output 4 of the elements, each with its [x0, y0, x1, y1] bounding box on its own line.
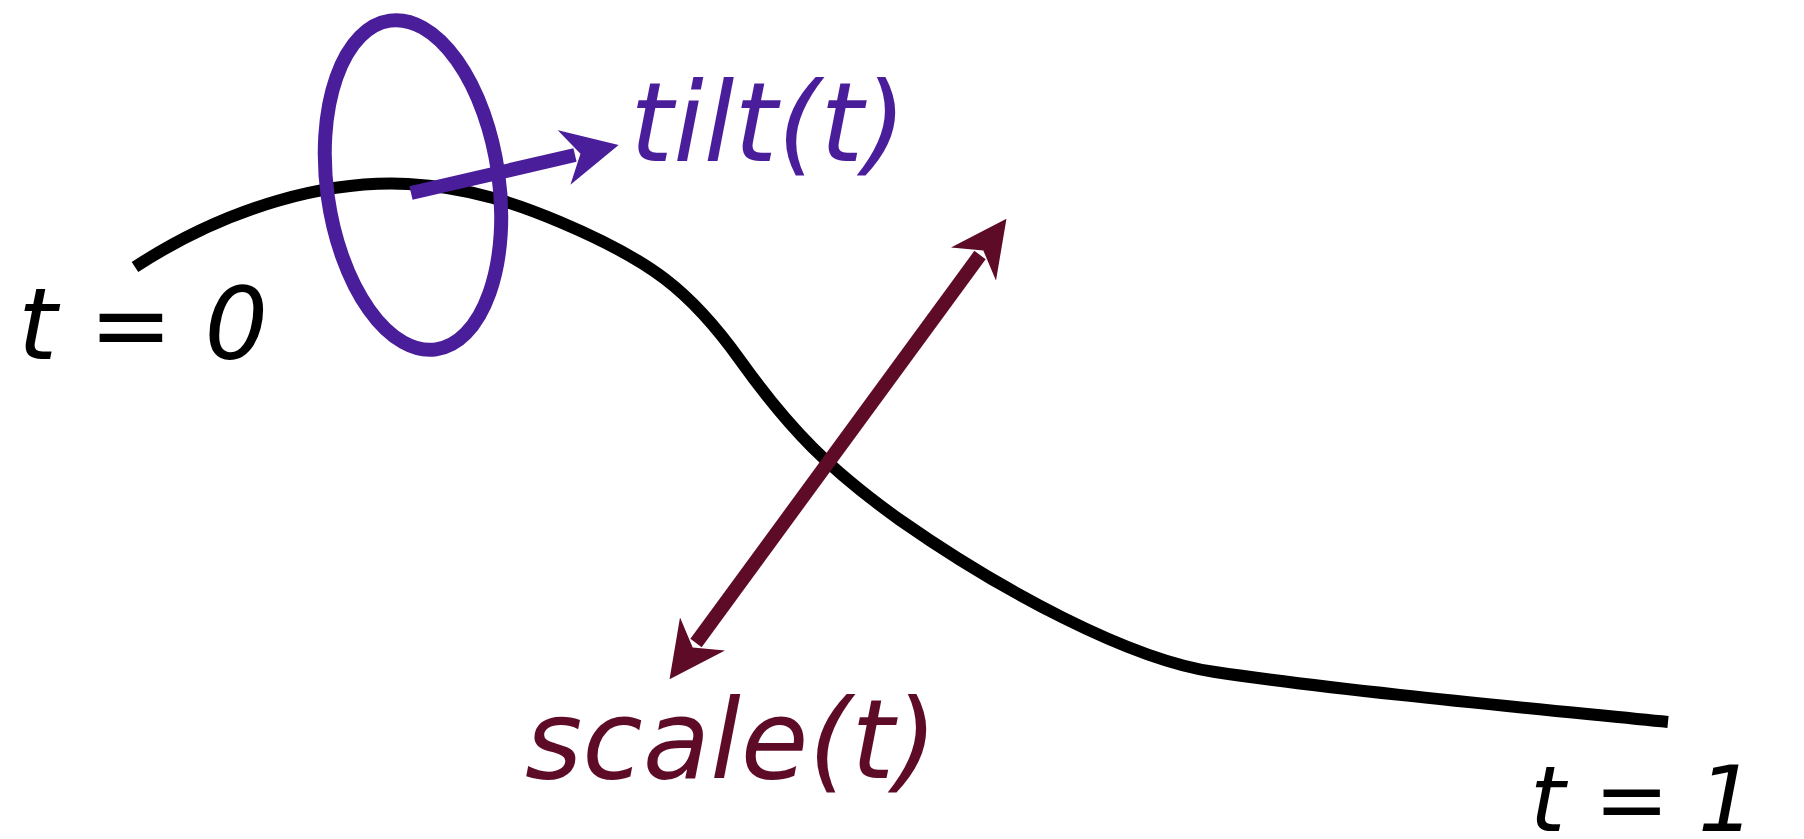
- math-label: t = 1: [1530, 755, 1756, 839]
- math-label: t = 0: [18, 275, 269, 375]
- math-label: scale(t): [525, 685, 938, 795]
- math-label: tilt(t): [630, 68, 907, 178]
